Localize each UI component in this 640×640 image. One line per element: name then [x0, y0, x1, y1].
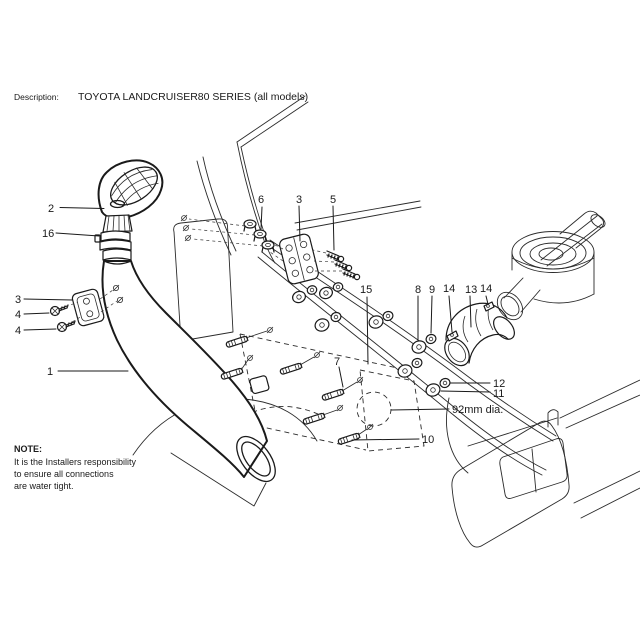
hole-diameter-label: 92mm dia.	[452, 404, 503, 416]
callout-16-label: 16	[42, 228, 54, 240]
leader-lines	[23, 205, 491, 441]
screw	[326, 250, 345, 263]
callout-8-label: 8	[415, 284, 421, 296]
nut	[330, 311, 342, 323]
note-line-2: to ensure all connections	[14, 469, 114, 479]
washer-11	[425, 383, 441, 397]
washer	[314, 318, 330, 332]
screw-4-lower	[56, 320, 76, 333]
nut	[411, 357, 423, 369]
grommet	[253, 229, 267, 242]
nut	[306, 285, 318, 295]
washer	[292, 290, 306, 304]
fender-holes	[246, 326, 374, 431]
hidden-lines	[239, 333, 425, 452]
mounting-studs	[220, 326, 374, 445]
screw-4-upper	[49, 304, 69, 317]
air-cleaner-assembly	[496, 210, 606, 321]
callout-9-label: 9	[429, 284, 435, 296]
upper-mount-bracket	[71, 288, 118, 327]
callout-1-label: 1	[47, 366, 53, 378]
air-ram-grille	[110, 166, 159, 208]
callout-15-label: 15	[360, 284, 372, 296]
callout-10-label: 10	[422, 434, 434, 446]
callout-2-label: 2	[48, 203, 54, 215]
fender-hole-92mm	[356, 391, 392, 427]
elbow-opening	[444, 337, 470, 367]
hose-clamp-left	[446, 330, 459, 342]
stud	[302, 412, 326, 425]
grommets-6	[180, 214, 284, 262]
washer	[368, 315, 384, 329]
bracket-screws	[49, 301, 83, 333]
air-cleaner-intake-horn	[540, 210, 606, 267]
gasket-pad	[249, 375, 270, 395]
stud	[220, 367, 244, 380]
stud	[225, 335, 249, 348]
pillar-holes	[180, 214, 192, 242]
snorkel-assembly	[94, 159, 276, 483]
note-line-3: are water tight.	[14, 481, 74, 491]
vehicle-outline	[132, 95, 640, 548]
screw	[342, 268, 361, 281]
snorkel-body-tube	[101, 260, 268, 478]
hose-clamp-right	[483, 301, 495, 312]
model-title: TOYOTA LANDCRUISER80 SERIES (all models)	[78, 91, 308, 103]
callout-13-label: 13	[465, 284, 477, 296]
tube-mount-holes	[112, 284, 124, 304]
grommet	[243, 219, 257, 232]
tube-inlet-collar	[102, 248, 132, 261]
washer	[397, 364, 413, 378]
callout-14-right-label: 14	[480, 283, 492, 295]
callout-4-lower-label: 4	[15, 325, 21, 337]
washers-and-nuts	[292, 282, 451, 397]
callout-4-upper-label: 4	[15, 309, 21, 321]
stud	[337, 432, 361, 445]
callout-11-label: 11	[493, 388, 504, 400]
screw	[334, 259, 353, 272]
callout-12-label: 12	[493, 378, 505, 390]
callout-5-label: 5	[330, 194, 336, 206]
callout-7-label: 7	[334, 356, 340, 368]
pillar-mount-plate	[279, 233, 319, 285]
note-line-1: It is the Installers responsibility	[14, 457, 137, 467]
washer	[319, 286, 333, 300]
elbow-hose-assembly	[444, 301, 515, 367]
plate-screws-5	[312, 249, 361, 281]
washer-8	[411, 340, 427, 354]
snorkel-neck-collar	[102, 214, 133, 233]
callout-3-left-label: 3	[15, 294, 21, 306]
note-title: NOTE:	[14, 444, 42, 454]
nut-12	[439, 377, 451, 389]
description-label: Description:	[14, 92, 59, 102]
nut	[332, 282, 344, 292]
callout-14-left-label: 14	[443, 283, 455, 295]
callout-3-top-label: 3	[296, 194, 302, 206]
nut-9	[425, 333, 437, 345]
grommet	[261, 240, 275, 253]
callout-6-label: 6	[258, 194, 264, 206]
stud	[321, 388, 345, 401]
snorkel-outlet-opening	[236, 435, 276, 483]
hose-clamp-16	[94, 230, 132, 251]
stud	[279, 362, 303, 375]
nut	[382, 310, 394, 322]
air-cleaner-snout	[496, 277, 541, 321]
